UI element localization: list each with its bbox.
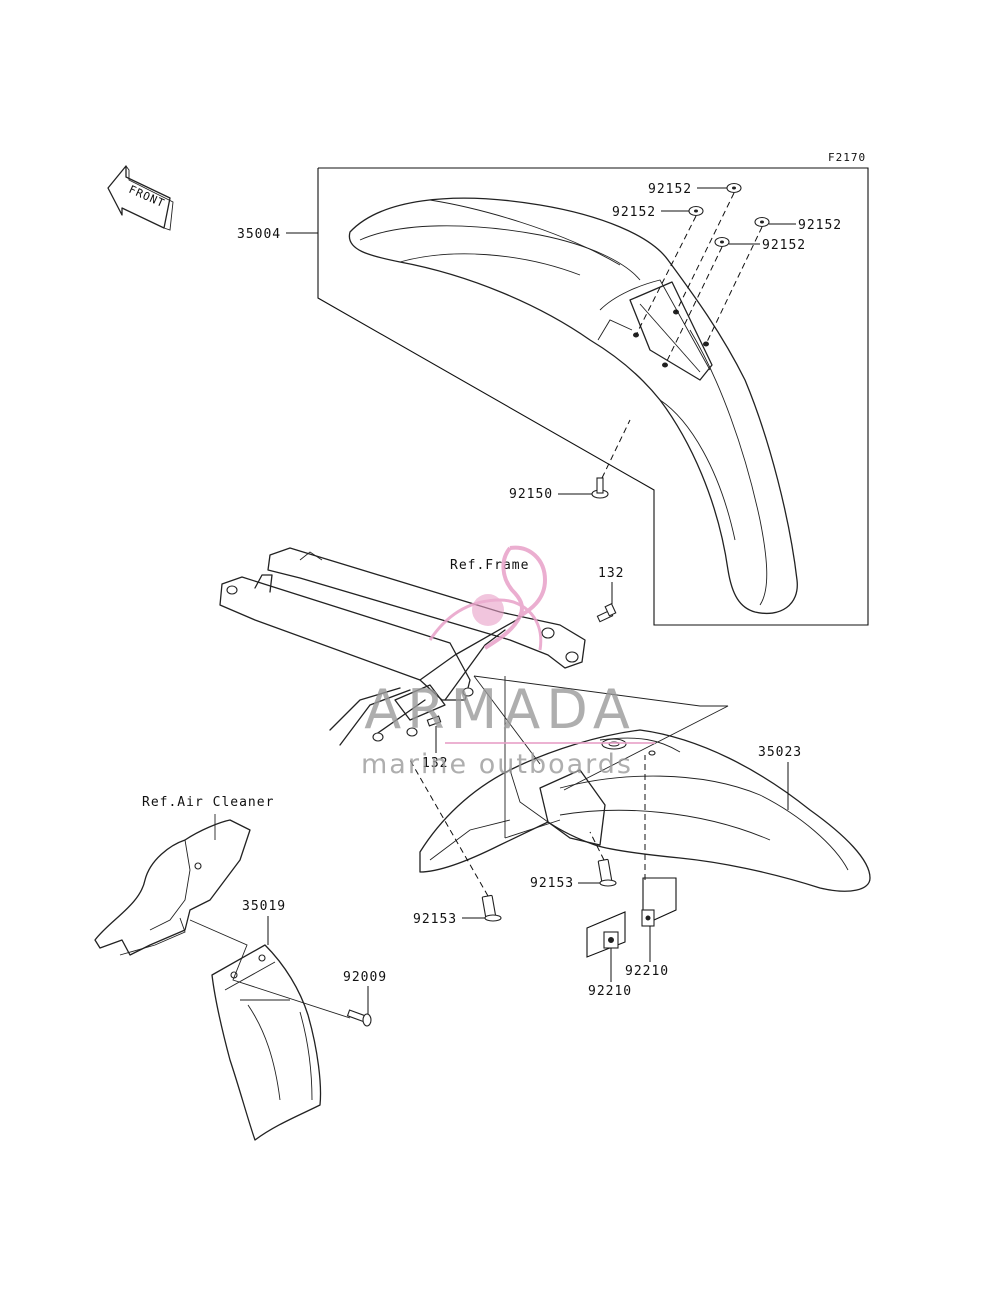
label-washer-4: 92152 <box>762 238 806 253</box>
label-bolt-lower: 132 <box>422 756 448 771</box>
label-mud-flap: 35019 <box>242 899 286 914</box>
front-fender <box>348 197 798 614</box>
label-washer-1: 92152 <box>648 182 692 197</box>
label-ref-frame: Ref.Frame <box>450 558 529 573</box>
bolt-icon <box>596 603 617 623</box>
mud-flap <box>211 944 322 1141</box>
label-bolt-upper: 132 <box>598 566 624 581</box>
label-ref-air-cleaner: Ref.Air Cleaner <box>142 795 274 810</box>
diagram-code: F2170 <box>828 151 866 164</box>
label-rear-fender: 35023 <box>758 745 802 760</box>
air-cleaner-box <box>94 814 251 956</box>
nut-right-panel <box>642 877 677 926</box>
watermark-brand: ARMADA <box>364 678 636 741</box>
label-rear-bolt-right: 92153 <box>530 876 574 891</box>
label-rear-bolt-left: 92153 <box>413 912 457 927</box>
bolt-icon <box>597 858 617 887</box>
screw-icon <box>346 1009 372 1027</box>
label-washer-2: 92152 <box>612 205 656 220</box>
label-flap-screw: 92009 <box>343 970 387 985</box>
bolt-icon <box>591 477 609 499</box>
bolt-icon <box>481 894 502 922</box>
watermark-logo-icon <box>428 545 548 651</box>
label-front-fender: 35004 <box>237 227 281 242</box>
label-nut-right: 92210 <box>625 964 669 979</box>
label-nut-left: 92210 <box>588 984 632 999</box>
front-arrow-icon: FRONT <box>107 165 174 231</box>
bolt-icon <box>426 715 442 727</box>
nut-icon <box>641 909 655 927</box>
front-fender-group-box <box>317 167 869 626</box>
label-washer-3: 92152 <box>798 218 842 233</box>
nut-icon <box>603 931 619 949</box>
watermark-tagline: marine outboards <box>361 749 633 780</box>
label-front-bolt: 92150 <box>509 487 553 502</box>
nut-left-panel <box>586 911 626 958</box>
subframe <box>219 547 586 746</box>
